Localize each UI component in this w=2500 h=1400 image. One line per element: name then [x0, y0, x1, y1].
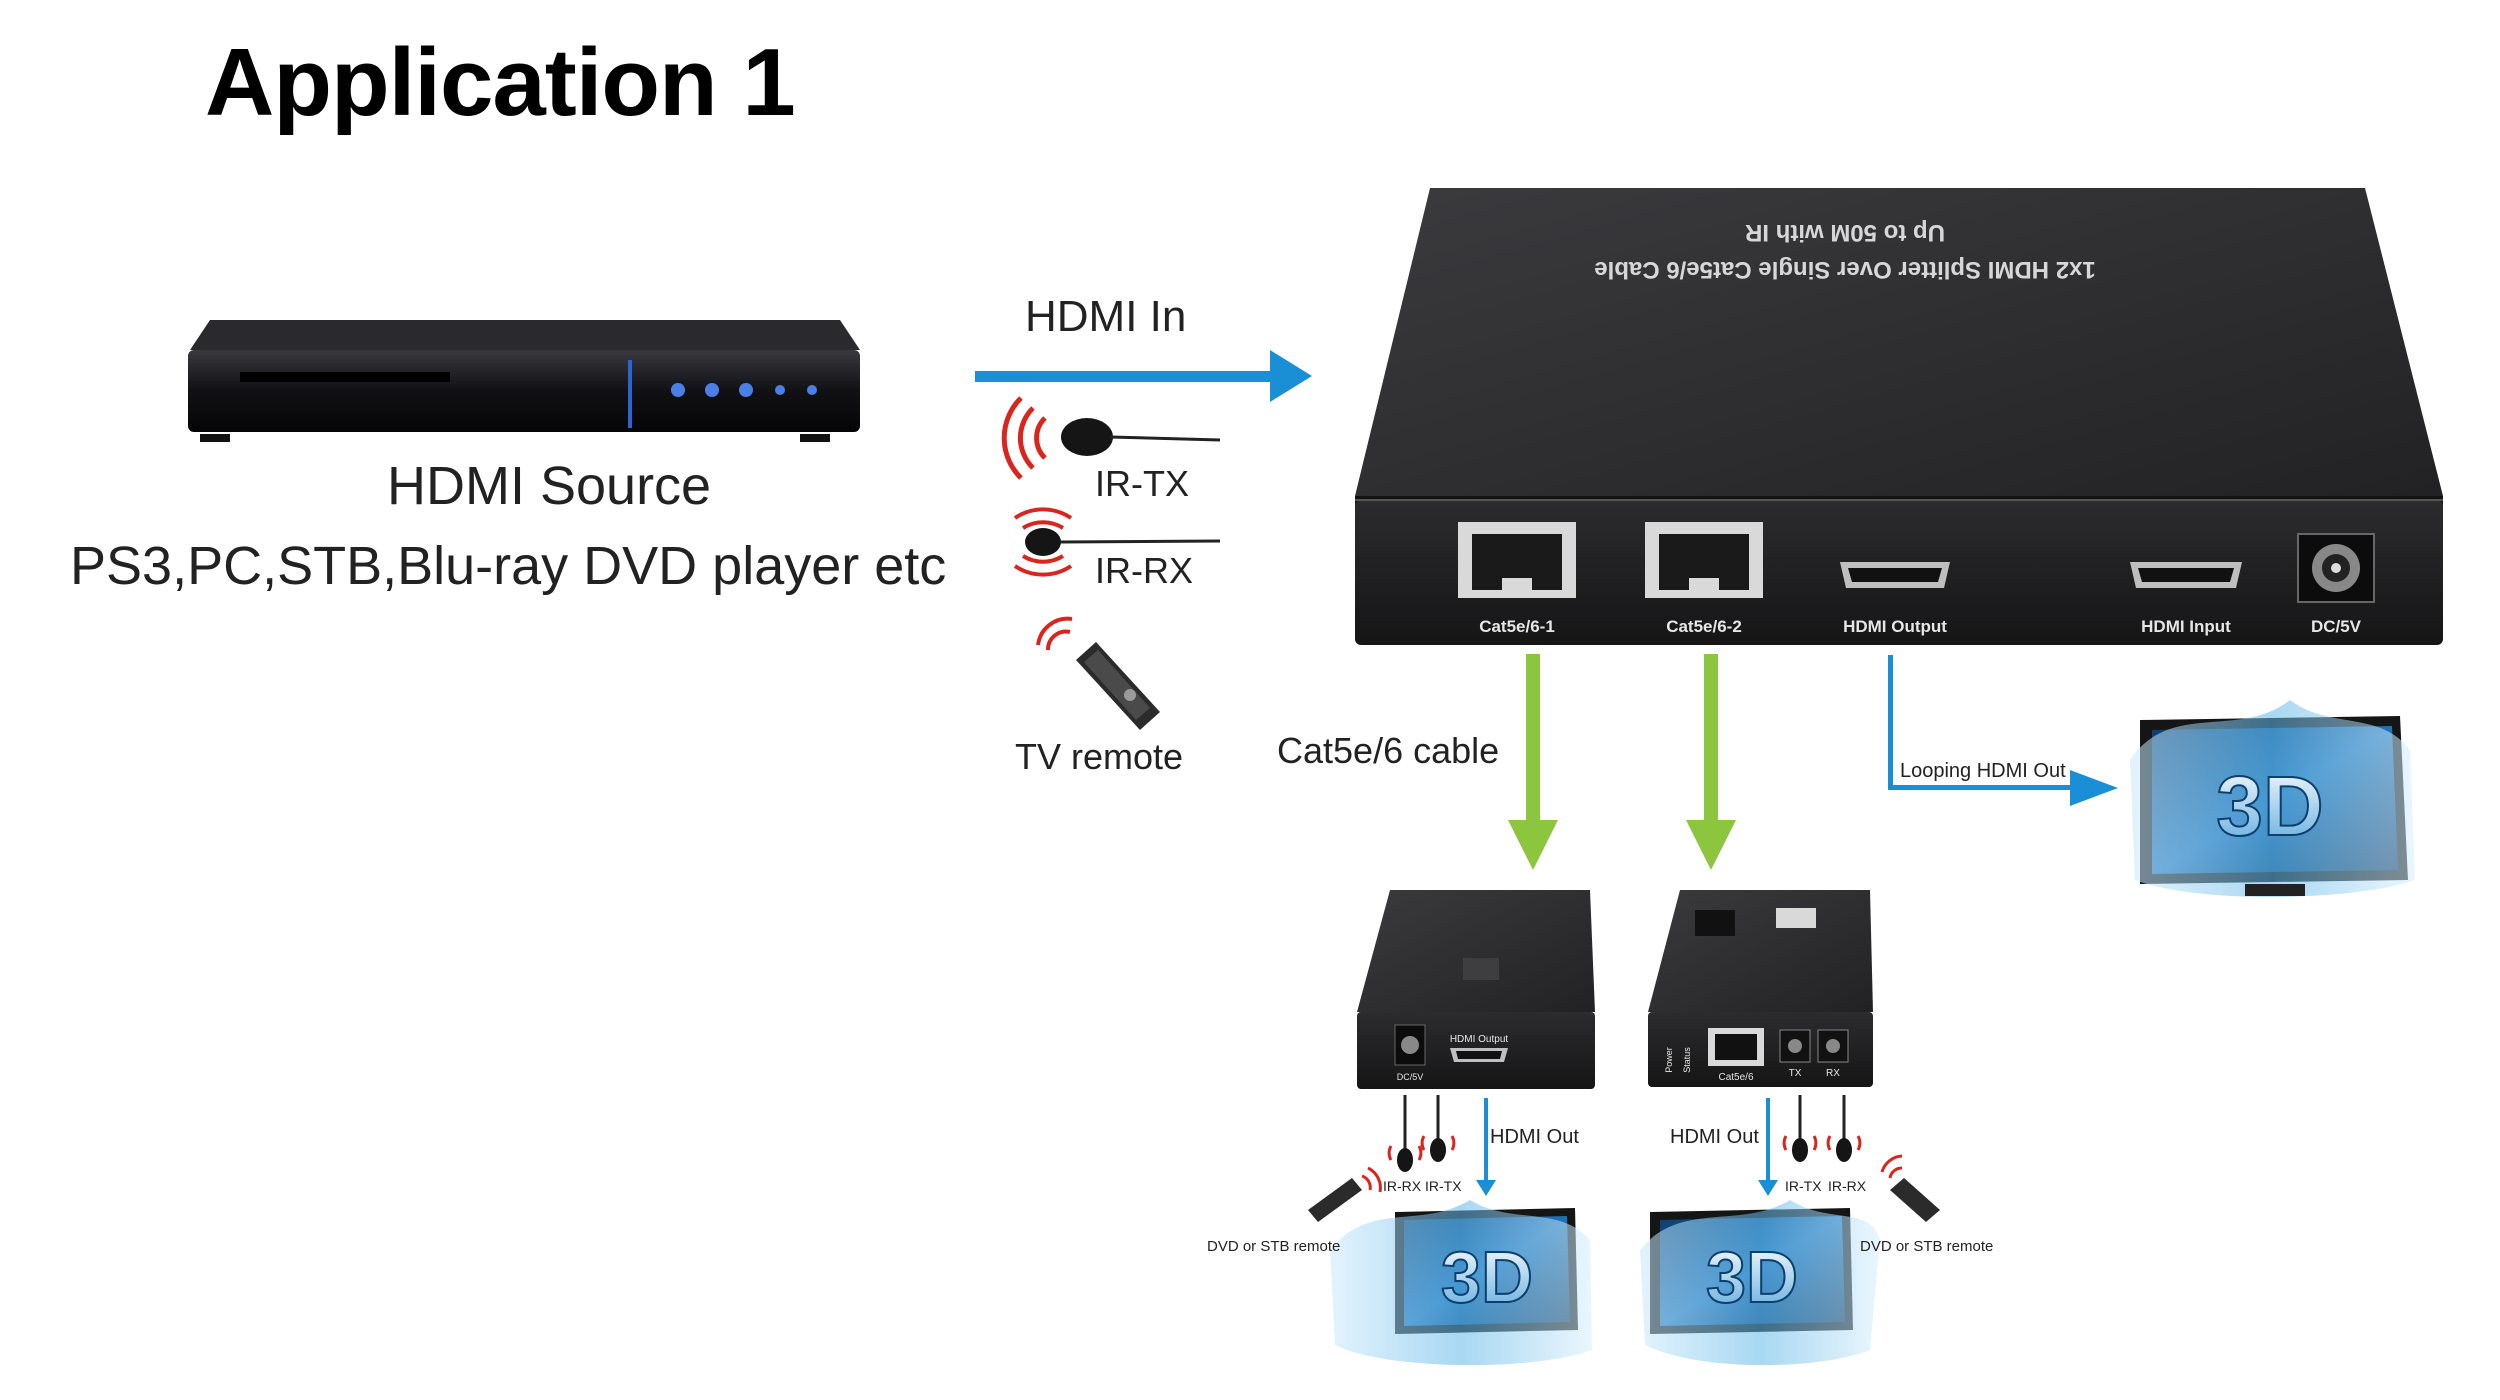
dc-power-jack: [2297, 533, 2375, 603]
rj45-port-1: [1458, 522, 1576, 598]
tv-remote-label: TV remote: [1015, 736, 1184, 777]
source-description: PS3,PC,STB,Blu-ray DVD player etc: [70, 536, 947, 596]
rx-right-ir-tx-label: IR-TX: [1785, 1178, 1822, 1194]
bluray-player: [188, 320, 860, 442]
tv-3d-badge-right: 3D: [1706, 1238, 1798, 1318]
receiver-left-device: [1357, 890, 1595, 1089]
ir-rx-label: IR-RX: [1095, 550, 1193, 591]
hdmi-in-label: HDMI In: [1025, 292, 1187, 341]
rx-right-remote-label: DVD or STB remote: [1860, 1238, 1994, 1255]
tv-3d-large: [2130, 700, 2415, 897]
splitter-top-label: 1x2 HDMI Splitter Over Single Cat5e/6 Ca…: [1594, 219, 2096, 283]
rx-left-remote-label: DVD or STB remote: [1207, 1238, 1341, 1255]
port-label-dc: DC/5V: [2311, 617, 2362, 636]
rx-right-cat-label: Cat5e/6: [1718, 1072, 1753, 1083]
rx-right-power-label: Power: [1664, 1047, 1674, 1073]
rx-left-dc-label: DC/5V: [1397, 1072, 1424, 1082]
dvd-remote-right-icon: [1880, 1154, 1940, 1222]
ir-tx-label: IR-TX: [1095, 463, 1189, 504]
port-label-hdmi-output: HDMI Output: [1843, 617, 1947, 636]
rx-left-ir-tx-label: IR-TX: [1425, 1178, 1462, 1194]
port-label-cat5e-1: Cat5e/6-1: [1479, 617, 1555, 636]
port-label-hdmi-input: HDMI Input: [2141, 617, 2231, 636]
rx-left-ir-rx-label: IR-RX: [1383, 1178, 1422, 1194]
hdmi-output-port: [1840, 562, 1950, 588]
cable-arrow-1: [1508, 654, 1558, 870]
splitter-top-line2: Up to 50M with IR: [1745, 219, 1945, 246]
receiver-right-device: [1648, 890, 1873, 1087]
hdmi-input-port: [2130, 562, 2242, 588]
rx-left-hdmi-out-label: HDMI Out: [1490, 1126, 1579, 1148]
rx-right-status-label: Status: [1682, 1047, 1692, 1073]
tv-remote-icon: [1036, 616, 1160, 730]
hdmi-in-arrow: [975, 350, 1312, 402]
receiver-right-cables: [1758, 1095, 1862, 1196]
port-label-cat5e-2: Cat5e/6-2: [1666, 617, 1742, 636]
ir-tx-emitter-icon: [1001, 396, 1221, 480]
looping-hdmi-label: Looping HDMI Out: [1900, 760, 2066, 782]
receiver-left-cables: [1387, 1095, 1496, 1196]
rx-left-hdmi-label: HDMI Output: [1450, 1034, 1509, 1045]
tv-3d-right: [1640, 1200, 1880, 1366]
rx-right-hdmi-out-label: HDMI Out: [1670, 1126, 1759, 1148]
tv-3d-badge-left: 3D: [1441, 1238, 1533, 1318]
dvd-remote-left-icon: [1308, 1166, 1382, 1222]
cable-label: Cat5e/6 cable: [1277, 730, 1500, 771]
cable-arrow-2: [1686, 654, 1736, 870]
ir-rx-receiver-icon: [1013, 507, 1221, 577]
source-title: HDMI Source: [387, 456, 712, 516]
tv-3d-badge-large: 3D: [2216, 759, 2323, 853]
page-title: Application 1: [205, 29, 796, 136]
splitter-top-line1: 1x2 HDMI Splitter Over Single Cat5e/6 Ca…: [1594, 256, 2096, 283]
rx-right-rx-label: RX: [1826, 1068, 1840, 1079]
rx-right-tx-label: TX: [1789, 1068, 1802, 1079]
rj45-port-2: [1645, 522, 1763, 598]
looping-hdmi-arrow: [1888, 655, 2118, 806]
tv-3d-left: [1330, 1200, 1592, 1366]
rx-right-ir-rx-label: IR-RX: [1828, 1178, 1867, 1194]
